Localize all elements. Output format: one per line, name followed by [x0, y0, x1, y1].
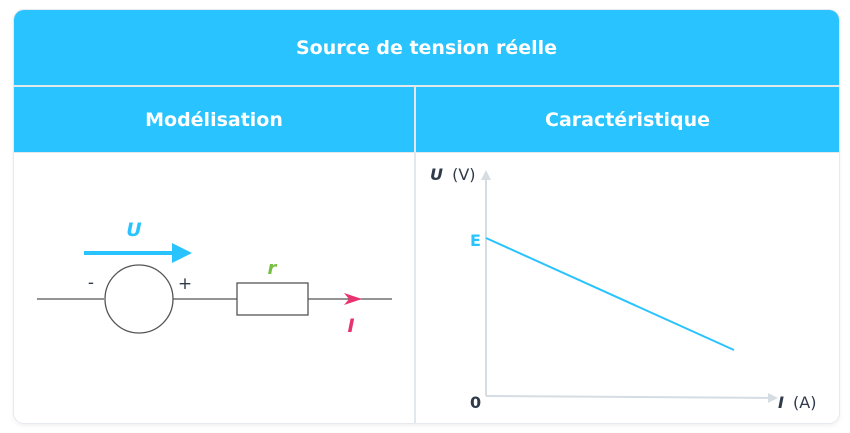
intercept-e-label: E: [470, 231, 481, 250]
card: Source de tension réelle Modélisation Ca…: [14, 10, 839, 423]
plus-label: +: [178, 274, 192, 294]
column-divider: [414, 87, 416, 423]
voltage-label: U: [126, 219, 142, 241]
characteristic-graph: U (V) I (A) 0 E: [430, 165, 816, 412]
x-axis: [485, 392, 778, 403]
current-label: I: [347, 315, 354, 337]
column-header-caracteristique: Caractéristique: [545, 108, 710, 131]
resistor-label: r: [268, 258, 278, 279]
column-header-row: Modélisation Caractéristique: [14, 87, 839, 152]
minus-label: -: [88, 273, 94, 293]
header-divider: [14, 152, 839, 153]
table-title: Source de tension réelle: [14, 10, 839, 85]
characteristic-line: [485, 237, 735, 351]
table-title-text: Source de tension réelle: [295, 36, 558, 59]
x-axis-label: I (A): [778, 393, 816, 412]
circuit-diagram: U - + r I: [37, 219, 392, 337]
voltage-source-symbol: [104, 264, 174, 334]
origin-label: 0: [470, 393, 481, 412]
title-divider: [14, 85, 839, 87]
y-axis-unit: (V): [452, 165, 475, 184]
y-axis-symbol: U: [430, 165, 443, 184]
x-axis-symbol: I: [778, 393, 784, 412]
current-arrow: [344, 293, 362, 305]
x-axis-unit: (A): [793, 393, 816, 412]
column-header-modelisation: Modélisation: [145, 108, 283, 131]
resistor-symbol: [236, 282, 309, 316]
y-axis-label: U (V): [430, 165, 476, 184]
